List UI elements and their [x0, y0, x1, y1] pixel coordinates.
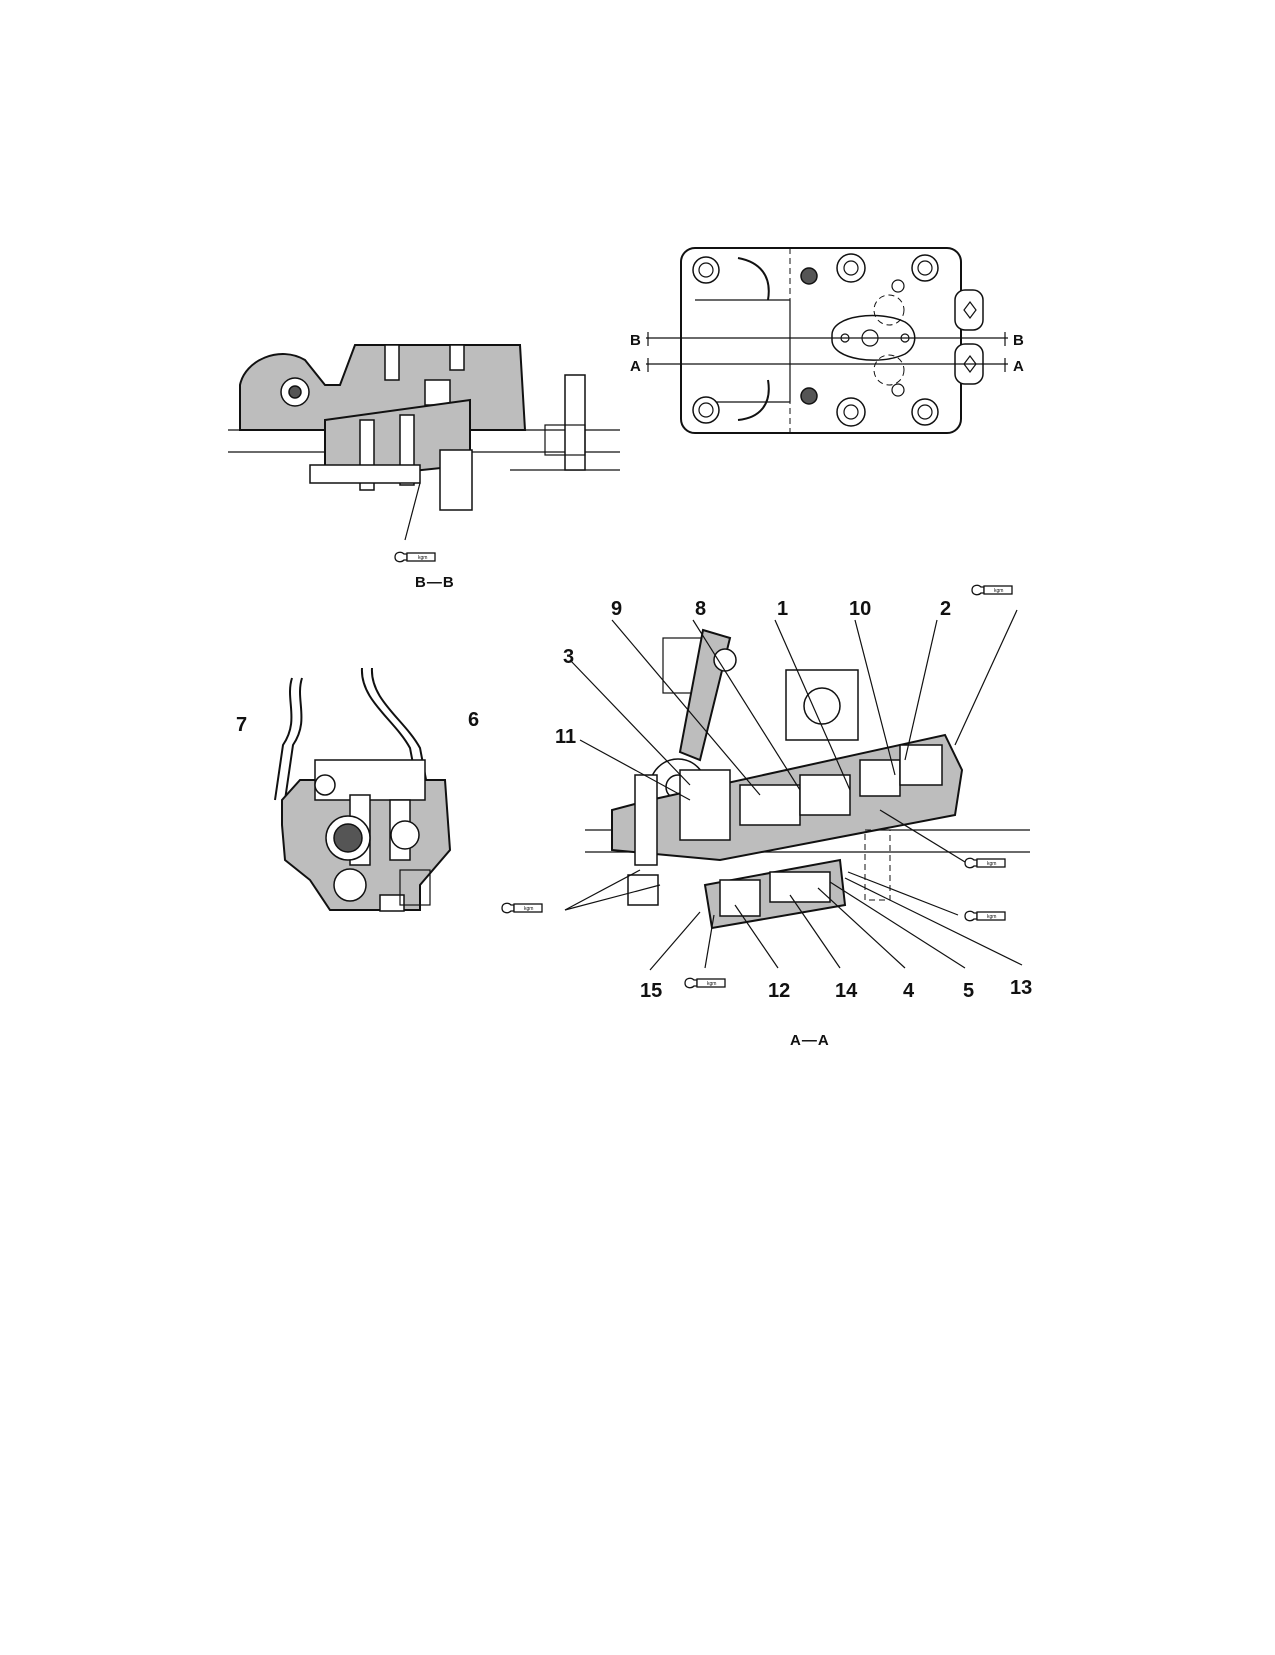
cut-label-a-left: A [630, 358, 641, 375]
callout-10: 10 [849, 598, 871, 620]
cut-label-a-right: A [1013, 358, 1024, 375]
wrench-icon [394, 551, 436, 563]
callout-5: 5 [963, 980, 974, 1002]
wrench-icon [501, 902, 543, 914]
callout-2: 2 [940, 598, 951, 620]
callout-15: 15 [640, 980, 662, 1002]
cut-label-b-left: B [630, 332, 641, 349]
callout-9: 9 [611, 598, 622, 620]
callout-13: 13 [1010, 977, 1032, 999]
callout-12: 12 [768, 980, 790, 1002]
callout-3: 3 [563, 646, 574, 668]
svg-text:kgm: kgm [987, 914, 996, 920]
callout-1: 1 [777, 598, 788, 620]
top-view: B B A A [630, 247, 1024, 434]
cut-label-b-right: B [1013, 332, 1024, 349]
wrench-icon [964, 857, 1006, 869]
svg-text:kgm: kgm [418, 555, 427, 561]
callout-8: 8 [695, 598, 706, 620]
end-view [274, 667, 452, 912]
wrench-icon [964, 910, 1006, 922]
callout-14: 14 [835, 980, 858, 1002]
callout-7: 7 [236, 714, 247, 736]
wrench-icon [971, 584, 1013, 596]
section-bb-view: kgm B—B [228, 344, 620, 591]
callout-11: 11 [555, 726, 576, 748]
wrench-icon [684, 977, 726, 989]
section-title-bb: B—B [415, 574, 455, 591]
callout-labels: 1 2 3 4 5 6 7 8 9 10 11 12 13 14 15 [236, 598, 1032, 1002]
svg-text:kgm: kgm [524, 906, 533, 912]
svg-text:kgm: kgm [987, 861, 996, 867]
section-title-aa: A—A [790, 1032, 830, 1049]
callout-4: 4 [903, 980, 915, 1002]
svg-text:kgm: kgm [707, 981, 716, 987]
callout-6: 6 [468, 709, 479, 731]
section-aa-view: kgm kgm kgm kgm kgm A—A [501, 584, 1030, 1049]
svg-text:kgm: kgm [994, 588, 1003, 594]
